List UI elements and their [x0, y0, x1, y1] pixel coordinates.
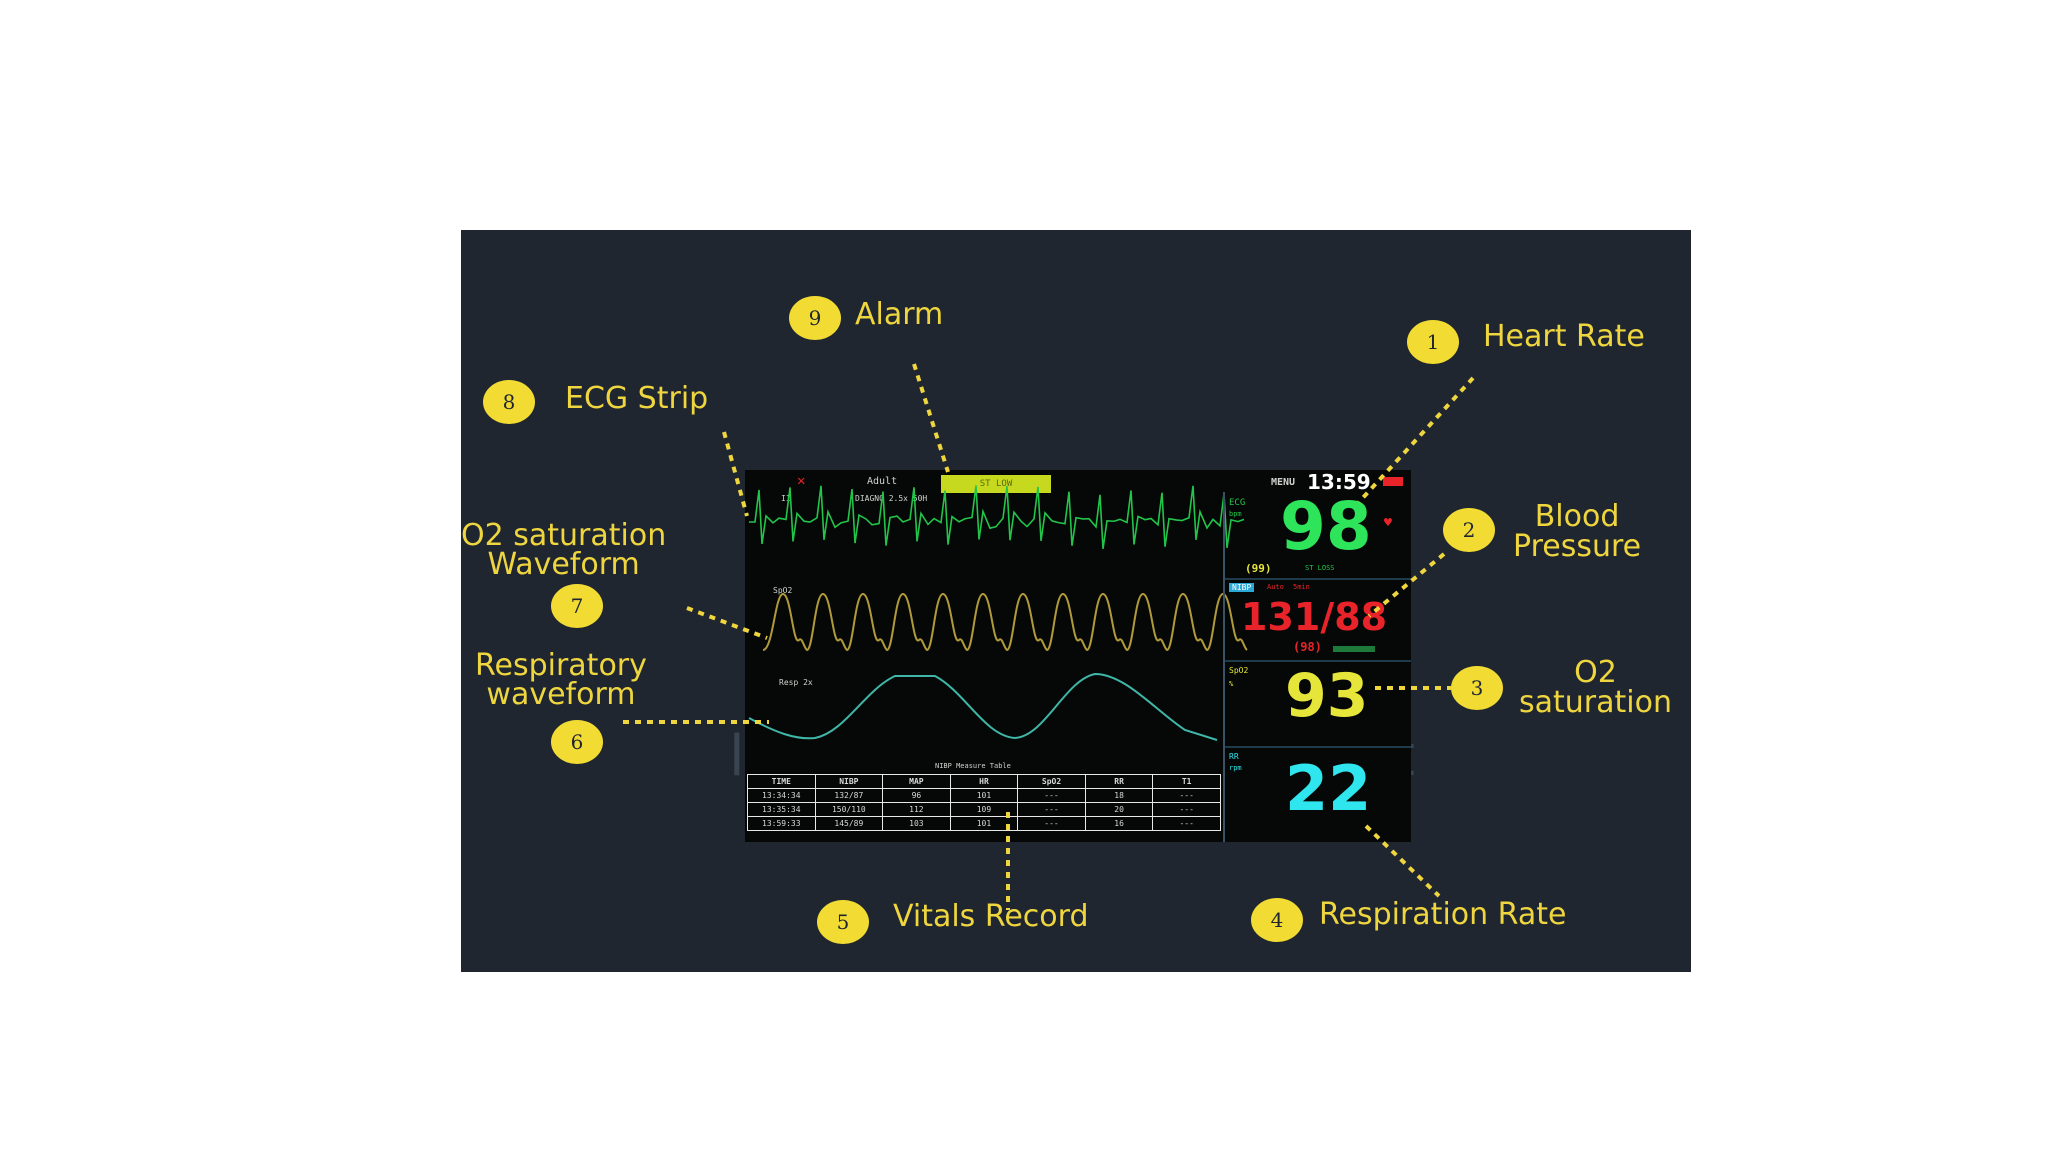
respiratory-waveform: [748, 672, 1218, 741]
vitals-cell: 101: [949, 816, 1019, 831]
leader-line-respiration-rate: [1364, 824, 1441, 898]
vitals-cell: 13:59:33: [747, 816, 816, 831]
alarm-message-bar[interactable]: ST LOW: [941, 475, 1051, 493]
callout-badge-5: 5: [817, 900, 869, 944]
callout-label-respiration-rate: Respiration Rate: [1319, 897, 1567, 932]
ecg-label: ECG: [1229, 498, 1246, 508]
map-value: (98): [1293, 640, 1322, 654]
vitals-table-title: NIBP Measure Table: [935, 762, 1011, 770]
vitals-cell: ---: [1152, 816, 1221, 831]
st-label: ST LOSS: [1305, 564, 1335, 572]
leader-line-o2-waveform: [686, 606, 768, 640]
vitals-cell: 112: [882, 802, 951, 817]
callout-label-ecg-strip: ECG Strip: [565, 381, 709, 416]
ecg-lead: II: [781, 494, 791, 503]
vitals-cell: 103: [882, 816, 951, 831]
rr-label: RR: [1229, 752, 1239, 761]
vitals-cell: ---: [1017, 816, 1086, 831]
ecg-settings: DIAGNO 2.5x 50H: [855, 494, 928, 503]
callout-badge-4: 4: [1251, 898, 1303, 942]
hr-status: (99): [1245, 562, 1272, 575]
resp-wave-label: Resp 2x: [779, 678, 813, 687]
vitals-cell: 145/89: [814, 816, 884, 831]
callout-label-blood-pressure: Blood Pressure: [1513, 499, 1642, 564]
patient-type: Adult: [867, 476, 898, 487]
alarm-off-icon[interactable]: ✕: [797, 473, 806, 489]
callout-label-o2-waveform: O2 saturation Waveform: [461, 518, 667, 582]
spo2-value: 93: [1285, 661, 1369, 731]
menu-button[interactable]: MENU: [1271, 477, 1296, 488]
callout-label-vitals-record: Vitals Record: [893, 899, 1089, 934]
callout-badge-9: 9: [789, 296, 841, 340]
vitals-header-cell: NIBP: [814, 774, 884, 789]
heart-icon: ♥: [1383, 516, 1393, 529]
blood-pressure-value: 131/88: [1241, 595, 1388, 639]
callout-badge-2: 2: [1443, 508, 1495, 552]
callout-label-heart-rate: Heart Rate: [1483, 319, 1645, 354]
rr-unit: rpm: [1229, 764, 1242, 772]
nibp-label: NIBP: [1229, 583, 1255, 592]
callout-label-respiratory-waveform: Respiratory waveform: [475, 648, 647, 712]
respiration-rate-value: 22: [1285, 752, 1372, 825]
callout-badge-8: 8: [483, 380, 535, 424]
clock-time: 13:59: [1307, 470, 1371, 494]
callout-label-o2-saturation: O2 saturation: [1519, 655, 1672, 720]
heart-rate-value: 98: [1280, 488, 1372, 565]
callout-badge-3: 3: [1451, 666, 1503, 710]
alarm-message-text: ST LOW: [979, 479, 1013, 489]
ecg-unit: bpm: [1229, 510, 1242, 518]
hr-divider: [1225, 578, 1411, 580]
nibp-progress-bar: [1333, 646, 1375, 652]
numerics-divider: [1223, 492, 1225, 842]
spo2-waveform: [762, 592, 1248, 652]
callout-badge-6: 6: [551, 720, 603, 764]
nibp-mode: Auto: [1267, 583, 1284, 591]
spo2-wave-label: SpO2: [773, 586, 793, 595]
battery-icon: [1383, 477, 1403, 486]
callout-badge-7: 7: [551, 584, 603, 628]
vitals-cell: 132/87: [814, 788, 884, 803]
monitor-status-bar: ✕ Adult ST LOW MENU 13:59: [745, 470, 1411, 494]
callout-label-alarm: Alarm: [855, 297, 944, 332]
patient-monitor-screen: ✕ Adult ST LOW MENU 13:59 II DIAGNO 2.5x…: [745, 470, 1411, 842]
callout-leader-lines: [623, 363, 1475, 910]
waveform-area: [748, 485, 1248, 741]
spo2-divider: [1225, 746, 1411, 748]
spo2-label: SpO2: [1229, 666, 1249, 675]
faint-background-text: l: [729, 724, 745, 789]
ecg-waveform: [748, 485, 1245, 549]
leader-line-blood-pressure: [1367, 552, 1446, 618]
nibp-interval: 5min: [1293, 583, 1310, 591]
leader-line-ecg-strip: [722, 431, 749, 517]
spo2-unit: %: [1229, 680, 1234, 688]
nibp-divider: [1225, 660, 1411, 662]
leader-line-alarm: [912, 363, 950, 473]
callout-badge-1: 1: [1407, 320, 1459, 364]
leader-line-heart-rate: [1357, 376, 1475, 504]
diagram-panel: l t ✕ Adult ST LOW MENU 13:59 II DIAGNO …: [461, 230, 1691, 972]
